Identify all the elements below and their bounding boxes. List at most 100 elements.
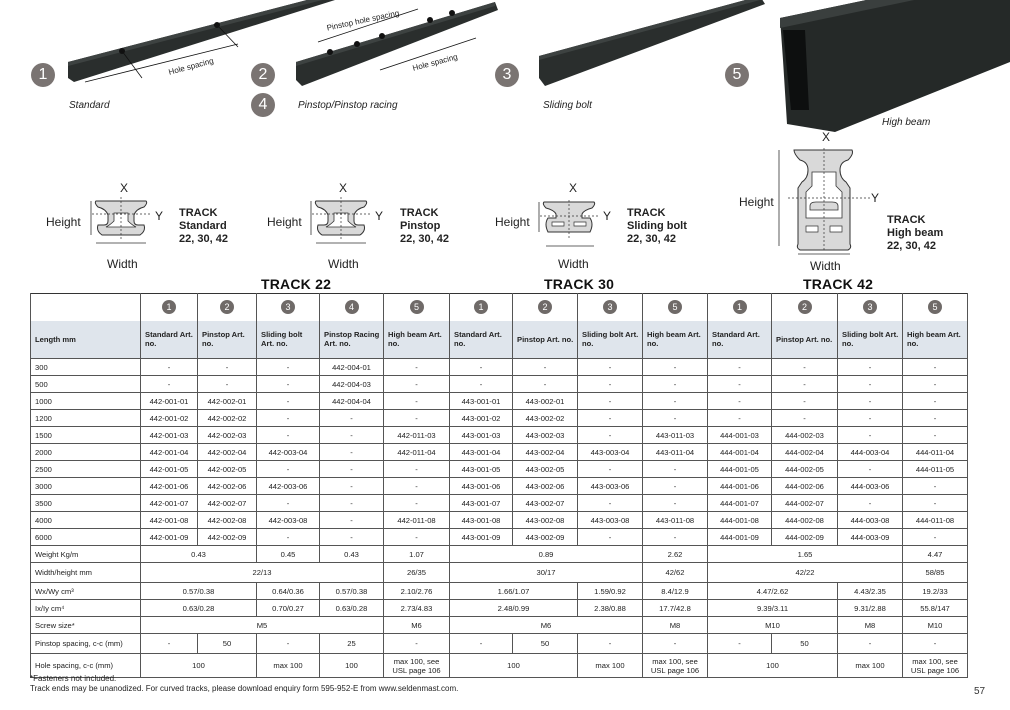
art-no-cell: -	[771, 358, 838, 376]
column-header: Standard Art. no.	[449, 320, 513, 359]
pinstop-profile-icon	[310, 197, 370, 244]
y-axis-label: Y	[155, 209, 164, 223]
art-no-cell: 442-004-03	[319, 375, 384, 393]
art-no-cell: -	[837, 409, 903, 427]
row-label: Hole spacing, c-c (mm)	[30, 653, 141, 678]
art-no-cell: 443-011-03	[642, 426, 708, 444]
table-cell: max 100, see USL page 106	[902, 653, 968, 678]
art-no-cell: -	[383, 460, 450, 478]
table-cell: max 100, see USL page 106	[383, 653, 450, 678]
column-number-cell: 5	[383, 293, 450, 321]
length-cell: 3500	[30, 494, 141, 512]
art-no-cell: 442-002-09	[197, 528, 257, 546]
column-number-cell: 5	[642, 293, 708, 321]
art-no-cell: 443-002-01	[512, 392, 578, 410]
table-cell: 100	[319, 653, 384, 678]
art-no-cell: -	[256, 409, 320, 427]
column-header: High beam Art. no.	[642, 320, 708, 359]
number-badge: 1	[474, 300, 488, 315]
art-no-cell: 442-001-09	[140, 528, 198, 546]
art-no-cell: 442-003-06	[256, 477, 320, 495]
section-title-track-30: TRACK 30	[544, 276, 615, 292]
table-cell: 0.89	[449, 545, 643, 563]
table-cell: 2.10/2.76	[383, 582, 450, 600]
length-cell: 500	[30, 375, 141, 393]
row-label: Width/height mm	[30, 562, 141, 583]
number-badge: 2	[220, 300, 234, 315]
art-no-cell: -	[319, 460, 384, 478]
track-type-line: Sliding bolt	[627, 220, 687, 232]
height-label: Height	[495, 215, 530, 229]
art-no-cell: -	[837, 494, 903, 512]
number-badge: 1	[162, 300, 176, 315]
art-no-cell: -	[256, 426, 320, 444]
width-label: Width	[810, 259, 841, 273]
art-no-cell: -	[197, 358, 257, 376]
screw-size-row: Screw size* M5 M6 M6 M8 M10 M8 M10	[30, 616, 968, 634]
table-cell: 0.57/0.38	[319, 582, 384, 600]
art-no-cell: -	[449, 358, 513, 376]
row-label: Screw size*	[30, 616, 141, 634]
product-number-2: 2	[251, 63, 275, 87]
table-cell: 4.47/2.62	[707, 582, 838, 600]
art-no-cell: -	[707, 375, 772, 393]
art-no-cell: -	[642, 392, 708, 410]
table-cell: M5	[140, 616, 384, 634]
table-cell: -	[256, 633, 320, 654]
art-no-cell: -	[577, 375, 643, 393]
art-no-cell: 444-001-05	[707, 460, 772, 478]
number-badge: 5	[409, 300, 424, 315]
art-no-cell: 444-002-08	[771, 511, 838, 529]
column-header: Pinstop Art. no.	[771, 320, 838, 359]
column-header: Sliding bolt Art. no.	[577, 320, 643, 359]
art-no-cell: 442-003-08	[256, 511, 320, 529]
table-cell: 8.4/12.9	[642, 582, 708, 600]
art-no-cell: 444-002-04	[771, 443, 838, 461]
art-no-cell: -	[577, 494, 643, 512]
table-cell: 1.07	[383, 545, 450, 563]
table-cell: 22/13	[140, 562, 384, 583]
table-cell: 0.45	[256, 545, 320, 563]
width-label: Width	[558, 257, 589, 271]
table-cell: 0.64/0.36	[256, 582, 320, 600]
art-no-cell: 444-003-06	[837, 477, 903, 495]
art-no-cell: -	[707, 358, 772, 376]
art-no-cell: 444-002-07	[771, 494, 838, 512]
art-no-cell: 443-001-02	[449, 409, 513, 427]
page-number: 57	[974, 686, 986, 697]
table-cell: M8	[837, 616, 903, 634]
art-no-cell: 444-002-06	[771, 477, 838, 495]
column-number-cell: 3	[577, 293, 643, 321]
table-cell: -	[707, 633, 772, 654]
y-axis-label: Y	[603, 209, 612, 223]
art-no-cell: -	[577, 358, 643, 376]
track-type-line: 22, 30, 42	[400, 233, 449, 245]
footnote-track-ends: Track ends may be unanodized. For curved…	[30, 684, 459, 693]
art-no-cell: -	[140, 358, 198, 376]
art-no-cell: -	[902, 409, 968, 427]
column-number-cell: 5	[902, 293, 968, 321]
art-no-cell: -	[256, 460, 320, 478]
art-no-cell: 442-001-03	[140, 426, 198, 444]
art-no-cell: -	[771, 409, 838, 427]
art-no-cell: 442-002-06	[197, 477, 257, 495]
art-no-cell: -	[197, 375, 257, 393]
length-cell: 2000	[30, 443, 141, 461]
art-no-cell: -	[319, 409, 384, 427]
high-beam-profile-icon	[778, 148, 870, 255]
art-no-cell: -	[383, 358, 450, 376]
art-no-cell: -	[902, 392, 968, 410]
art-no-cell: -	[319, 528, 384, 546]
art-no-cell: 444-003-09	[837, 528, 903, 546]
track-type-line: 22, 30, 42	[627, 233, 676, 245]
art-no-cell: 443-001-07	[449, 494, 513, 512]
art-no-cell: 443-002-07	[512, 494, 578, 512]
column-header: Standard Art. no.	[707, 320, 772, 359]
art-no-cell: -	[837, 426, 903, 444]
art-no-cell: -	[577, 460, 643, 478]
number-badge: 4	[344, 300, 359, 315]
art-no-cell: 442-001-08	[140, 511, 198, 529]
